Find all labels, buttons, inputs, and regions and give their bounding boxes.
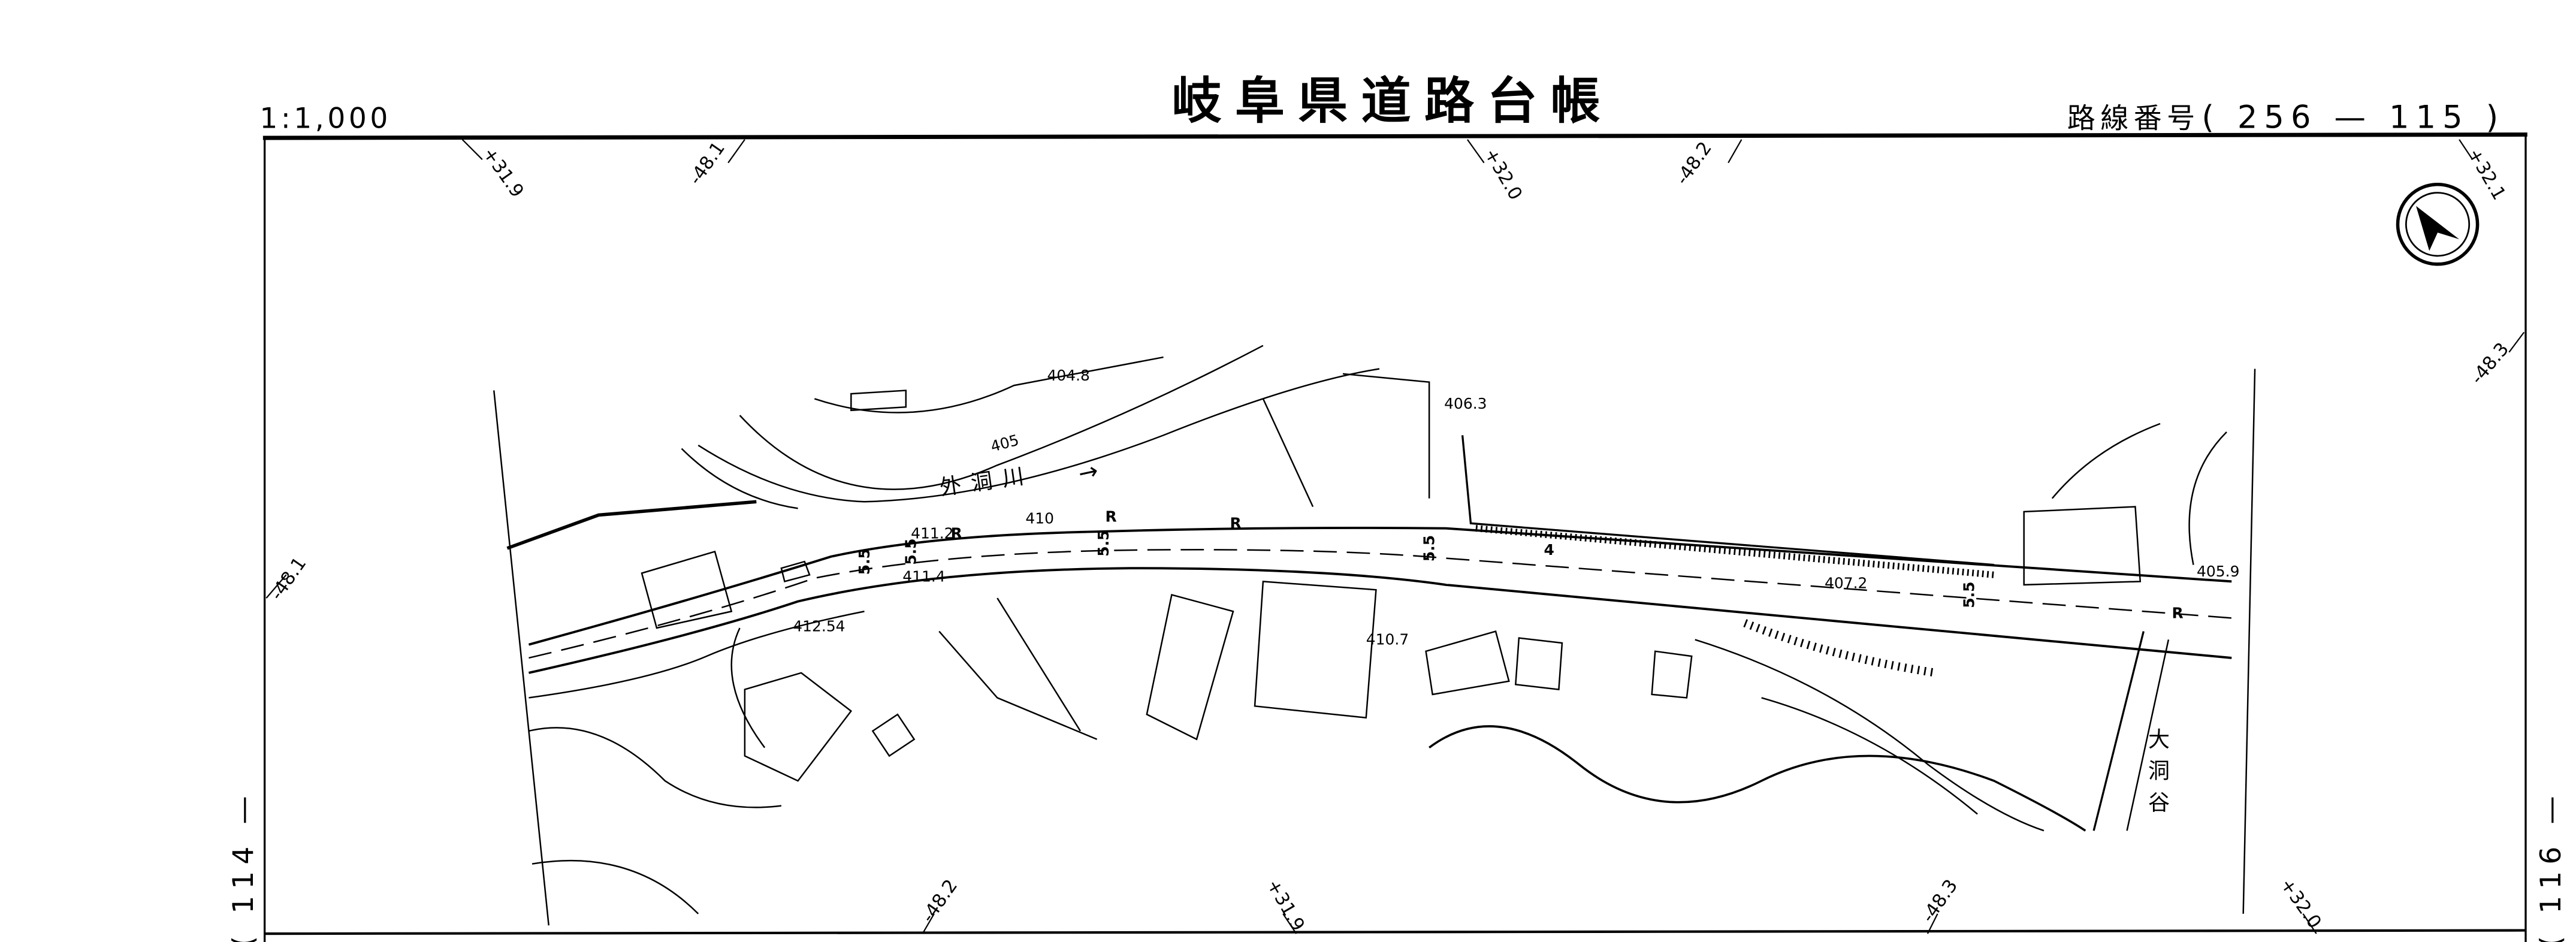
sheet-frame [262,132,2527,942]
grid-label: +31.9 [478,144,527,202]
grid-label: -48.3 [1917,875,1962,926]
road-width-label: 5.5 [902,538,919,564]
elevation-label: 406.3 [1444,395,1487,412]
elevation-label: 410 [1025,509,1054,527]
route-marker: 4 [1544,541,1554,558]
grid-label: -48.2 [917,875,962,926]
page-title: 岐阜県道路台帳 [1171,72,1613,130]
map-labels: 404.8 405 外洞川 → 406.3 411.2 410 411.4 41… [793,367,2239,822]
road-width-label: 5.5 [1420,535,1438,561]
grid-label: -48.2 [1672,138,1716,189]
grid-label: -48.1 [685,138,729,189]
elevation-label: 407.2 [1825,574,1867,591]
grid-label: +32.1 [2463,145,2509,204]
adjacent-sheet-left: ( 114 — [227,789,260,942]
r-mark: R [1230,515,1241,532]
grid-labels: +31.9 -48.1 +32.0 -48.2 +32.1 -48.3 -48.… [265,138,2525,935]
elevation-label: 411.4 [902,567,945,585]
route-label: 路線番号 [2067,102,2200,135]
elevation-label: 405 [989,431,1020,455]
elevation-label: 411.2 [911,524,953,542]
river-flow-arrow: → [1076,457,1101,488]
grid-label: -48.1 [266,554,310,605]
map-drawing [493,345,2256,926]
scale-label: 1:1,000 [259,102,391,135]
grid-label: -48.3 [2467,339,2514,388]
elevation-label: 405.9 [2197,563,2239,580]
elevation-label: 404.8 [1047,367,1089,384]
r-mark: R [2172,604,2183,621]
valley-name: 大洞谷 [2145,727,2169,822]
north-arrow-icon [2396,182,2480,266]
adjacent-sheet-right: ( 116 — [2535,789,2568,942]
grid-label: +31.9 [1263,875,1309,934]
river-name: 外洞川 [938,463,1035,501]
r-mark: R [1106,508,1117,526]
road-width-label: 5.5 [1961,582,1978,608]
road-width-label: 5.5 [1095,530,1112,557]
grid-label: +32.0 [2276,874,2325,932]
elevation-label: 410.7 [1366,631,1409,648]
road-width-label: 5.5 [856,548,873,575]
r-mark: R [951,524,962,542]
elevation-label: 412.54 [793,618,845,635]
route-number: ( 256 — 115 ) [2201,99,2505,135]
grid-label: +32.0 [1480,145,1526,204]
